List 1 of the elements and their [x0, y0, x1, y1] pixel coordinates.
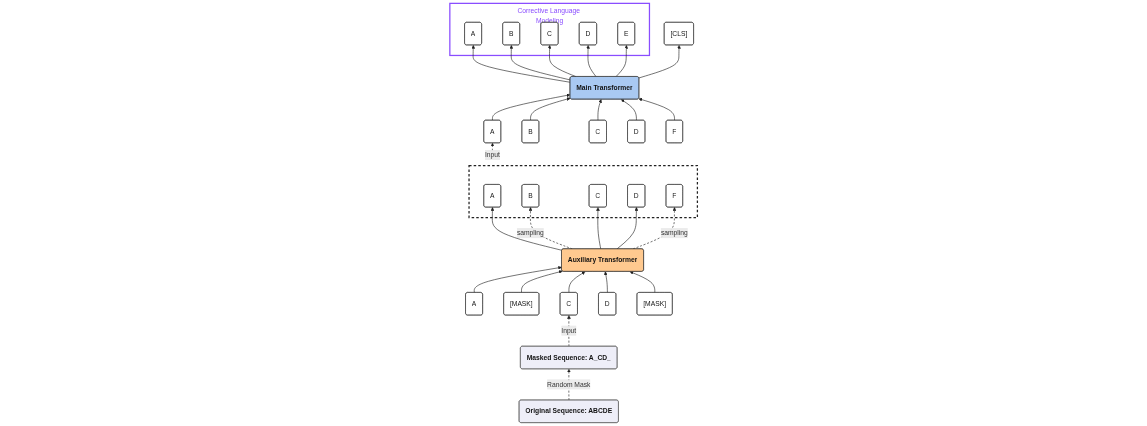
cluster: [468, 164, 698, 219]
